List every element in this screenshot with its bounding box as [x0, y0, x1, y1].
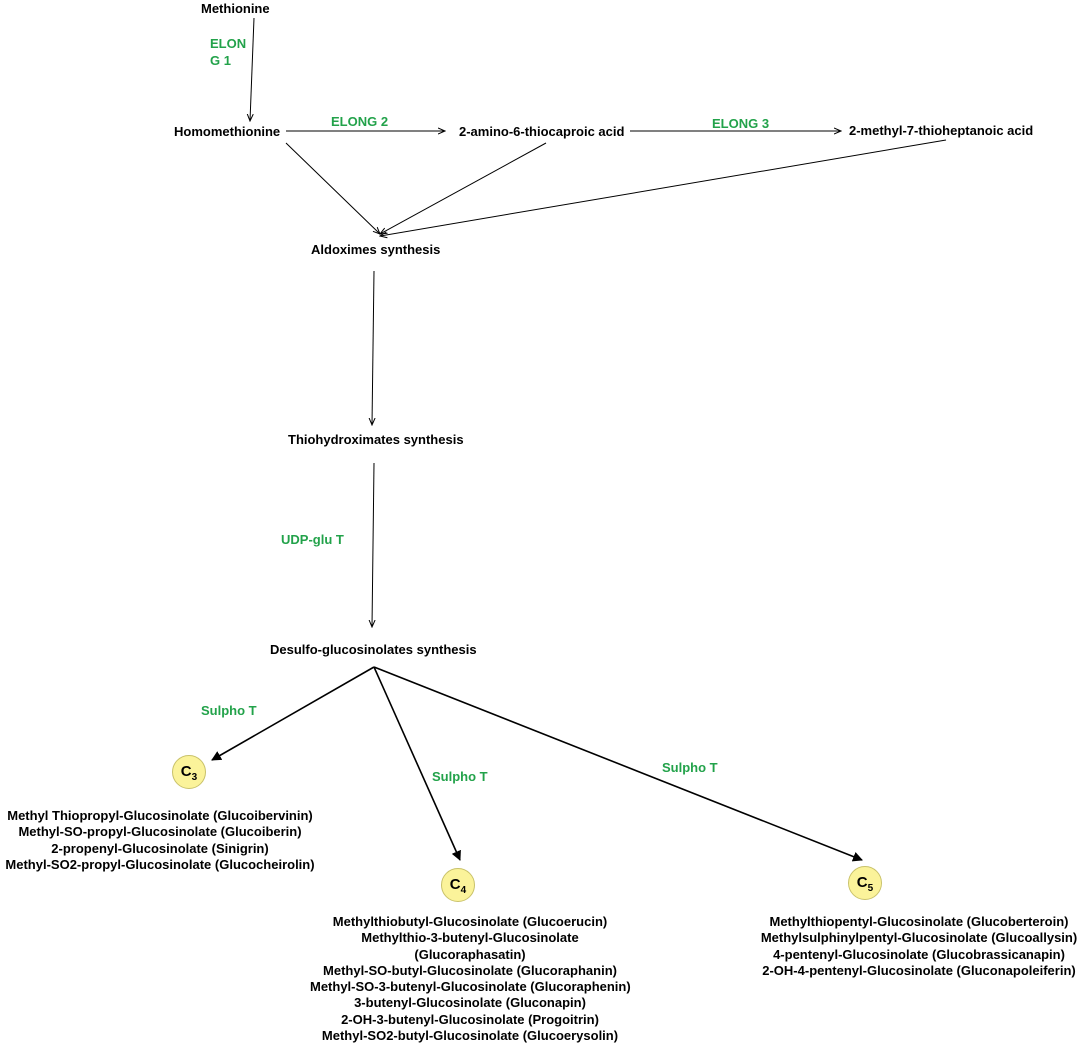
arrow-thiohydroximates-desulfo — [372, 462, 374, 627]
arrow-desulfo-c5 — [373, 666, 863, 862]
arrow-aldoximes-thiohydroximates — [372, 270, 374, 425]
node-2-methyl-7-thioheptanoic-acid: 2-methyl-7-thioheptanoic acid — [849, 123, 1034, 138]
list-item: Methylthiobutyl-Glucosinolate (Glucoeruc… — [332, 914, 608, 929]
enzyme-elong1-line2: G 1 — [210, 53, 231, 68]
list-item: (Glucoraphasatin) — [414, 946, 526, 962]
enzyme-elong1-line1: ELON — [210, 36, 247, 51]
enzyme-elong3: ELONG 3 — [712, 116, 770, 131]
list-item: Methyl-SO-propyl-Glucosinolate (Glucoibe… — [18, 824, 302, 840]
list-item: Methyl-SO-3-butenyl-Glucosinolate (Gluco… — [310, 979, 631, 995]
node-thiohydroximates-synthesis: Thiohydroximates synthesis — [288, 432, 464, 447]
list-item: Methylthio-3-butenyl-Glucosinolate — [361, 930, 579, 946]
arrow-methionine-homomethionine — [250, 17, 255, 121]
arrow-methylthioheptanoic-aldoximes — [380, 139, 947, 236]
list-item: 2-OH-3-butenyl-Glucosinolate (Progoitrin… — [341, 1011, 599, 1027]
enzyme-sulpho-t-c3: Sulpho T — [201, 703, 257, 718]
c4-product-list: Methylthiobutyl-Glucosinolate (Glucoeruc… — [310, 914, 631, 1044]
list-item: 3-butenyl-Glucosinolate (Gluconapin) — [354, 995, 586, 1011]
enzyme-udp-glu-t: UDP-glu T — [281, 532, 344, 547]
c5-circle: C5 — [848, 866, 882, 900]
list-item: 4-pentenyl-Glucosinolate (Glucobrassican… — [773, 946, 1065, 962]
list-item: Methyl Thiopropyl-Glucosinolate (Glucoib… — [7, 808, 313, 823]
arrow-aminothiocaproic-aldoximes — [380, 142, 547, 234]
list-item: Methyl-SO2-butyl-Glucosinolate (Glucoery… — [321, 1028, 619, 1044]
enzyme-sulpho-t-c4: Sulpho T — [432, 769, 488, 784]
c3-product-list: Methyl Thiopropyl-Glucosinolate (Glucoib… — [2, 808, 318, 873]
c4-subscript: 4 — [460, 885, 467, 896]
c5-letter: C — [856, 874, 868, 891]
c3-circle: C3 — [172, 755, 206, 789]
c5-subscript: 5 — [867, 883, 874, 894]
arrow-desulfo-c3 — [211, 666, 375, 761]
c3-subscript: 3 — [191, 772, 198, 783]
list-item: 2-propenyl-Glucosinolate (Sinigrin) — [51, 840, 269, 856]
node-methionine: Methionine — [201, 1, 270, 16]
c4-circle: C4 — [441, 868, 475, 902]
list-item: Methyl-SO-butyl-Glucosinolate (Glucoraph… — [323, 962, 617, 978]
c5-product-list: Methylthiopentyl-Glucosinolate (Glucober… — [758, 914, 1080, 979]
c3-letter: C — [180, 763, 192, 780]
c4-letter: C — [449, 876, 461, 893]
enzyme-elong2: ELONG 2 — [331, 114, 389, 129]
list-item: 2-OH-4-pentenyl-Glucosinolate (Gluconapo… — [762, 962, 1076, 978]
list-item: Methyl-SO2-propyl-Glucosinolate (Glucoch… — [5, 856, 315, 872]
node-homomethionine: Homomethionine — [174, 124, 281, 139]
node-aldoximes-synthesis: Aldoximes synthesis — [311, 242, 441, 257]
enzyme-sulpho-t-c5: Sulpho T — [662, 760, 718, 775]
list-item: Methylsulphinylpentyl-Glucosinolate (Glu… — [760, 930, 1078, 946]
list-item: Methylthiopentyl-Glucosinolate (Glucober… — [769, 914, 1069, 929]
arrow-homomethionine-aldoximes — [285, 142, 380, 234]
node-desulfo-glucosinolates-synthesis: Desulfo-glucosinolates synthesis — [270, 642, 477, 657]
node-2-amino-6-thiocaproic-acid: 2-amino-6-thiocaproic acid — [459, 124, 625, 139]
arrow-desulfo-c4 — [373, 666, 461, 861]
